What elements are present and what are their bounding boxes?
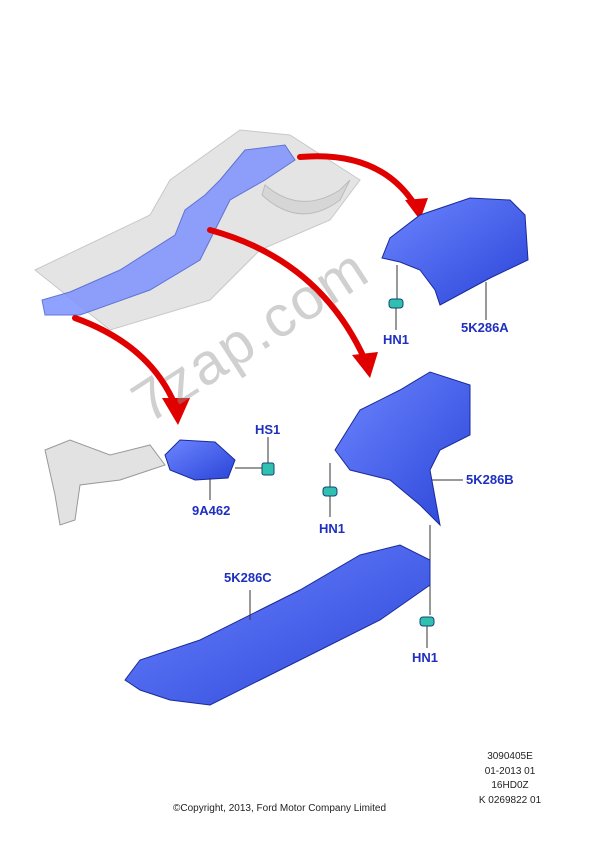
arrow-to-5k286b: [207, 227, 368, 363]
heat-shield-5k286a: [381, 197, 529, 306]
heat-shield-5k286c: [124, 544, 431, 706]
heat-shield-5k286b: [334, 371, 471, 527]
callout-hs1: HS1: [255, 422, 281, 437]
heat-shield-9a462: [164, 439, 236, 481]
catalytic-converter: [44, 439, 166, 526]
callout-5k286a: 5K286A: [461, 320, 509, 335]
meta-line: 01-2013 01: [484, 765, 536, 777]
arrows: [72, 153, 418, 408]
spare-wheel-well: [261, 179, 351, 215]
meta-line: 16HD0Z: [491, 780, 529, 791]
callout-hn1: HN1: [383, 332, 410, 347]
copyright: ©Copyright, 2013, Ford Motor Company Lim…: [173, 803, 387, 814]
arrow-to-5k286a: [297, 153, 418, 208]
arrow-to-9a462: [72, 315, 178, 408]
meta-line: K 0269822 01: [478, 794, 542, 806]
callout-hn1: HN1: [412, 650, 439, 665]
callout-hn1: HN1: [319, 521, 346, 536]
clip-hn1: [388, 298, 404, 309]
bolt-hs1: [261, 462, 275, 476]
callout-9a462: 9A462: [192, 503, 231, 518]
arrow-heads: [162, 198, 428, 425]
callout-5k286b: 5K286B: [466, 472, 514, 487]
floor-shield-overview: [41, 144, 296, 316]
callout-5k286c: 5K286C: [224, 570, 272, 585]
diagram-meta: 3090405E 01-2013 01 16HD0Z K 0269822 01: [470, 750, 550, 808]
meta-line: 3090405E: [487, 751, 533, 762]
clip-hn1: [322, 486, 338, 497]
clip-hn1: [419, 616, 435, 627]
